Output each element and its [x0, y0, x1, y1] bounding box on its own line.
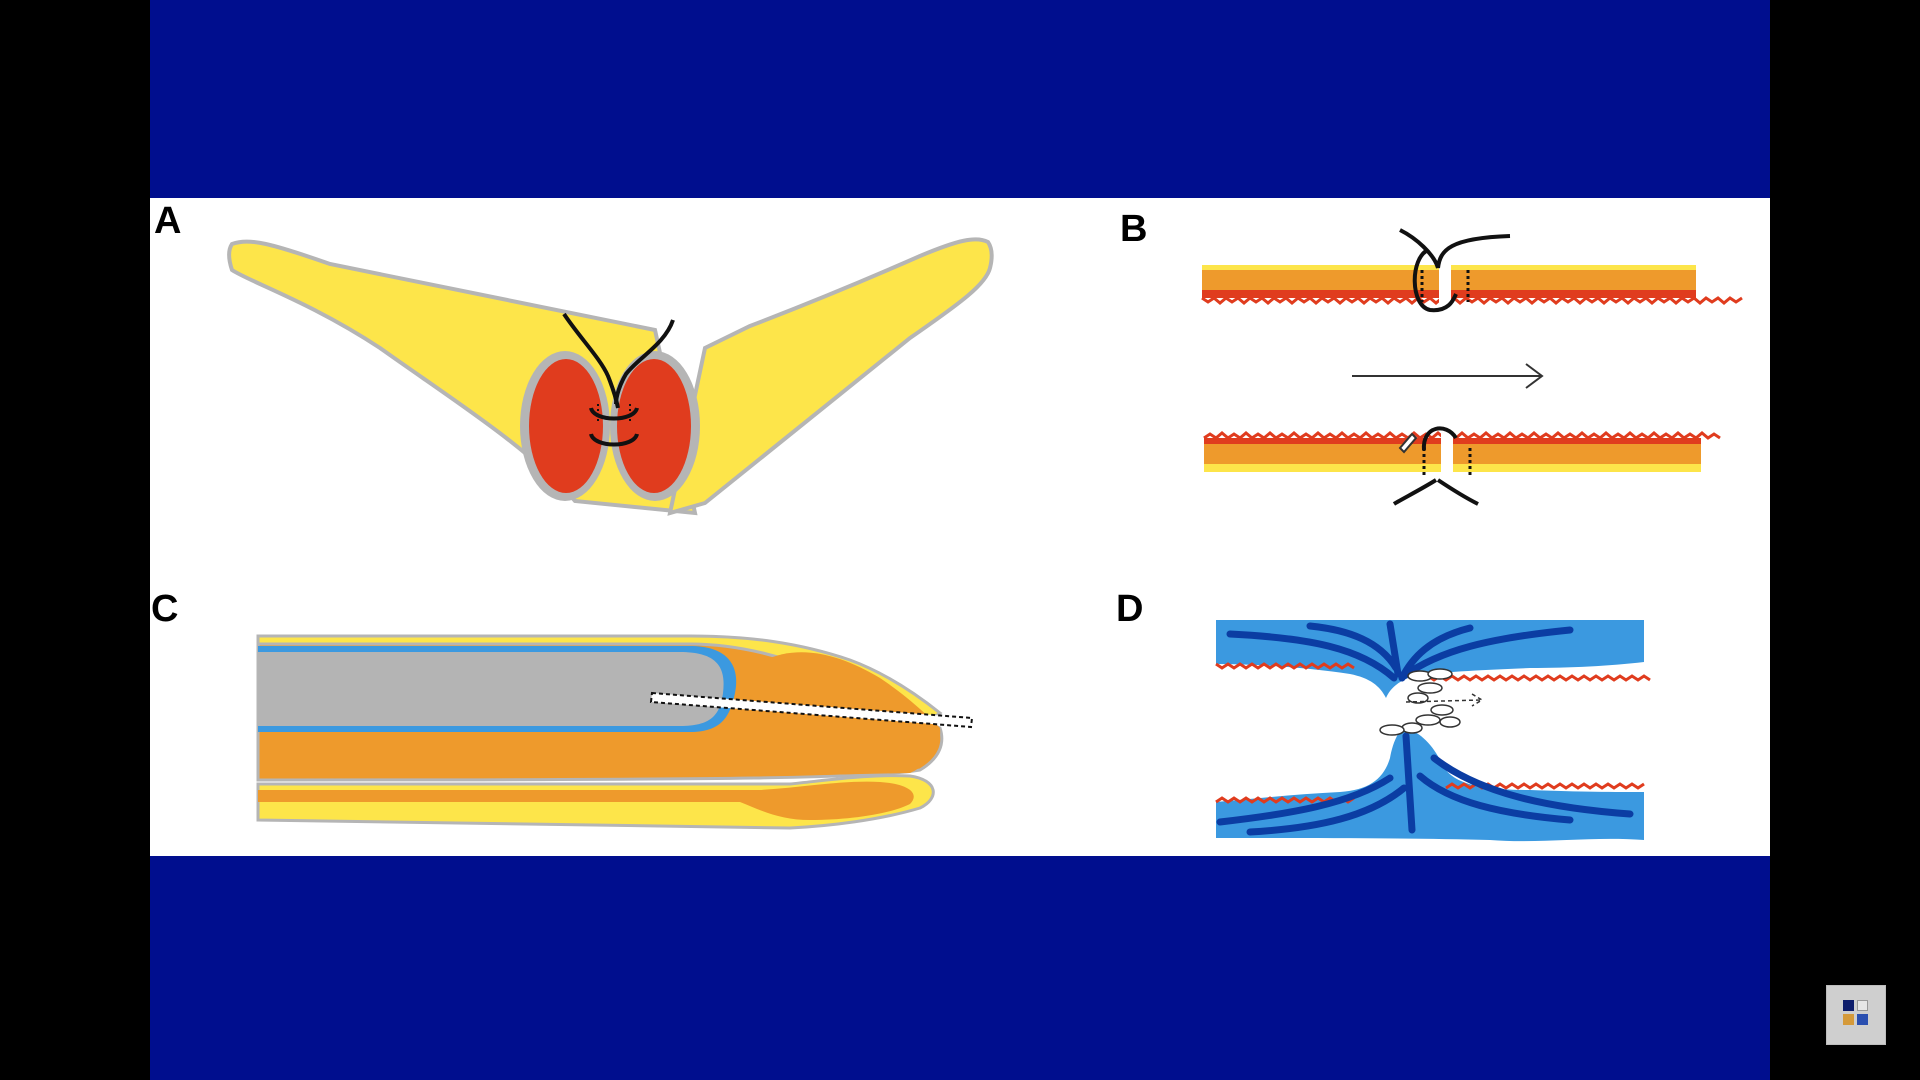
- panel-label-b: B: [1120, 208, 1148, 250]
- panel-a-left-vessel: [529, 359, 603, 493]
- panel-label-d: D: [1116, 588, 1144, 630]
- panel-b-illustration: [1201, 228, 1743, 506]
- panel-label-c: C: [151, 588, 179, 630]
- panel-d-illustration: [1215, 620, 1651, 842]
- panel-b-bottom-suture-tails: [1392, 478, 1479, 506]
- figure-drawing: [227, 228, 1743, 842]
- panel-a-suture-loop-2: [589, 433, 639, 447]
- panel-a-illustration: [227, 237, 994, 516]
- panel-a-suture-right: [614, 319, 675, 405]
- panel-b-top-suture-tails: [1399, 228, 1511, 269]
- panel-c-lower-tendon: [258, 781, 914, 820]
- panel-a-suture-loop-1: [589, 407, 639, 421]
- panel-b-bottom-suture-loop: [1421, 426, 1458, 451]
- panel-c-bone: [258, 652, 724, 726]
- panel-a-right-flap: [667, 237, 994, 516]
- panel-a-right-vessel: [617, 359, 691, 493]
- figure-panel: A B C D: [150, 198, 1770, 856]
- panel-b-arrowhead: [1525, 363, 1544, 389]
- panel-b-top-suture-loop: [1412, 248, 1458, 313]
- panel-b-needle-icon: [1398, 432, 1418, 454]
- panel-label-a: A: [154, 200, 182, 242]
- institution-logo-icon: [1826, 985, 1886, 1045]
- panel-d-migration-arrow: [1405, 693, 1484, 707]
- panel-d-cells: [1379, 668, 1461, 736]
- panel-d-upper-edge: [1215, 662, 1651, 682]
- panel-b-bottom-gap: [1441, 430, 1453, 478]
- panel-b-top-gap: [1439, 258, 1451, 306]
- panel-c-pin: [649, 691, 974, 729]
- panel-c-illustration: [256, 634, 974, 830]
